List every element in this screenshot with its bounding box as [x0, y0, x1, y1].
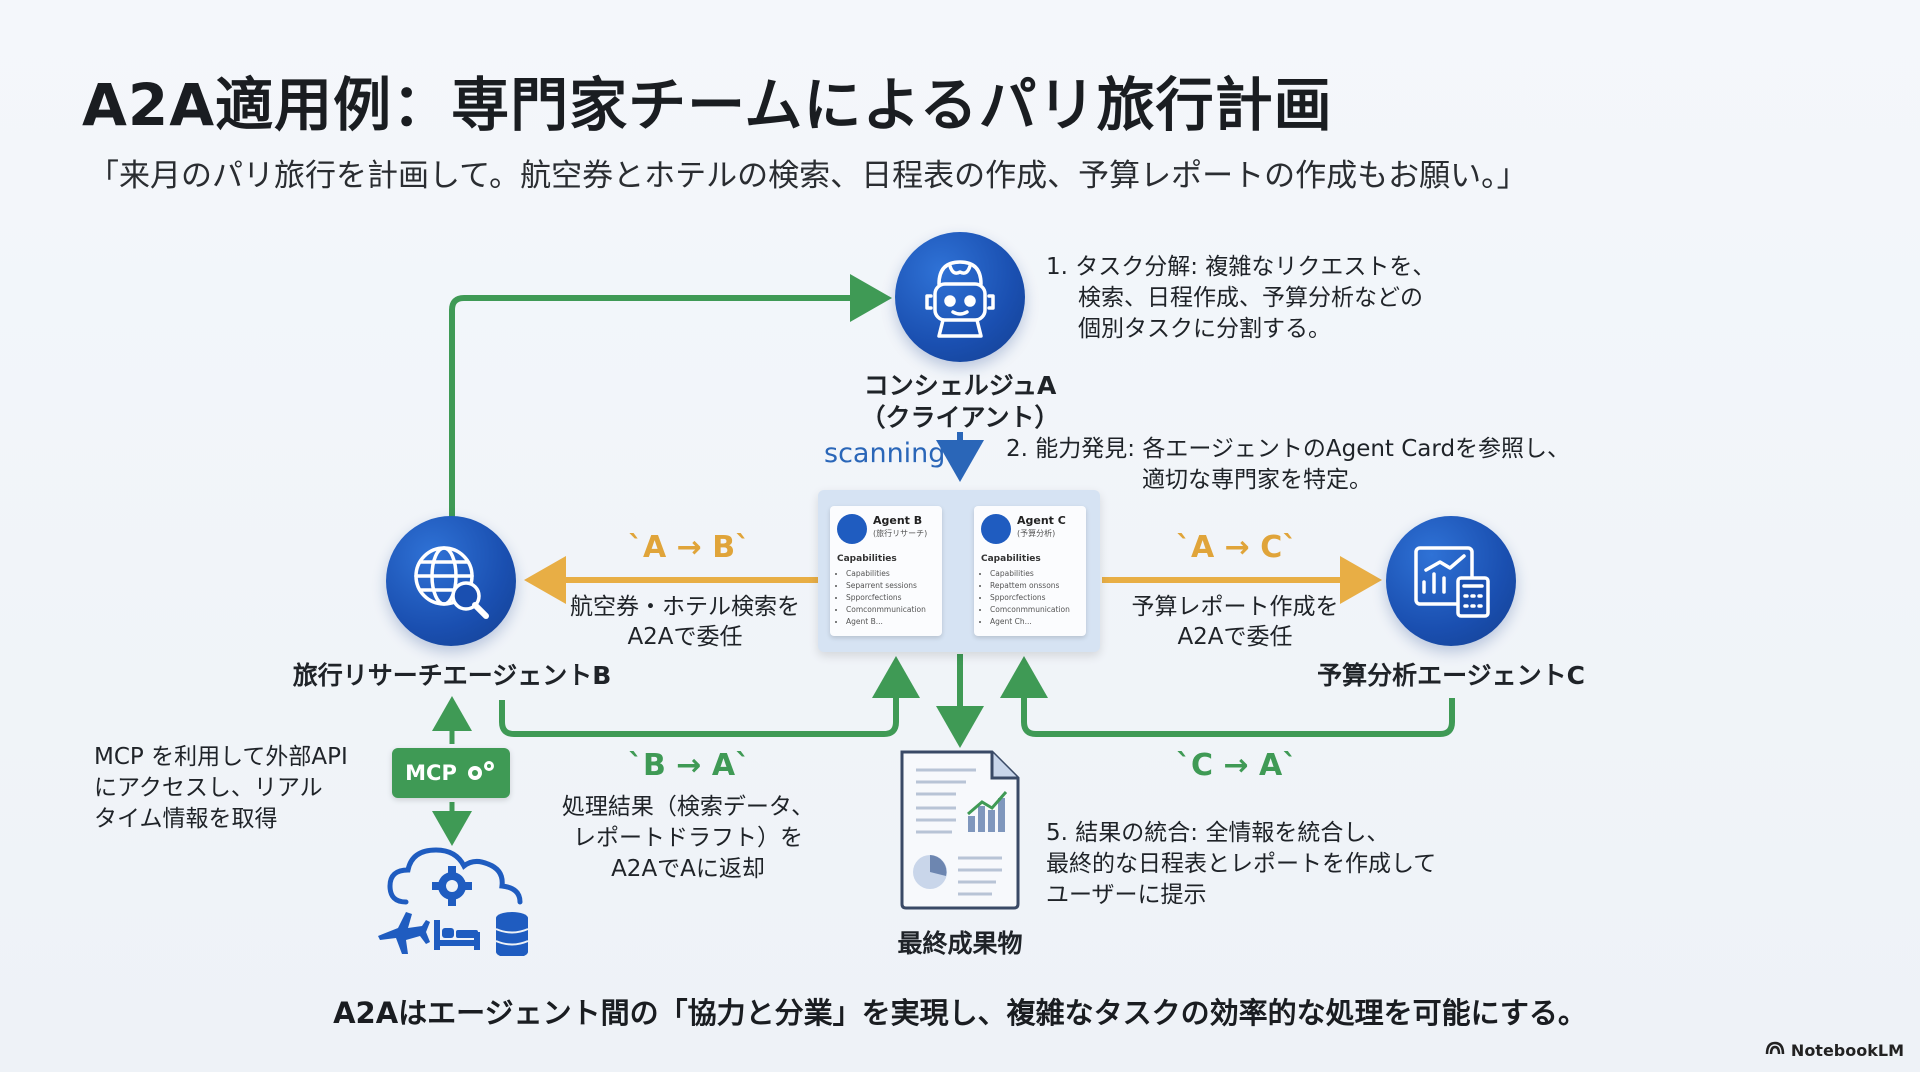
list-item: Spporcfections	[846, 592, 926, 604]
mcp-note-line1: MCP を利用して外部API	[94, 744, 348, 770]
edge-b-to-a-line2: レポートドラフト）を	[573, 825, 803, 851]
edge-a-to-c-line2: A2Aで委任	[1177, 624, 1293, 650]
cloud-gear-icon	[387, 847, 523, 905]
arrow-c-to-a	[1000, 656, 1455, 737]
result-label: 最終成果物	[897, 929, 1023, 958]
step5-line1: 5. 結果の統合: 全情報を統合し、	[1046, 820, 1390, 846]
agent-card-sub: (旅行リサーチ)	[873, 529, 928, 538]
edge-b-to-a-line1: 処理結果（検索データ、	[561, 794, 815, 820]
step1-line2: 検索、日程作成、予算分析などの	[1078, 285, 1423, 311]
robot-brain-icon	[895, 232, 1025, 362]
edge-a-to-b-line2: A2Aで委任	[627, 624, 743, 650]
user-request: 「来月のパリ旅行を計画して。航空券とホテルの検索、日程表の作成、予算レポートの作…	[88, 158, 1528, 194]
list-item: Spporcfections	[990, 592, 1070, 604]
agent-card-cap-list: Capabilities Separrent sessions Spporcfe…	[846, 568, 926, 628]
concierge-label-line1: コンシェルジュA	[863, 371, 1057, 400]
chart-calculator-icon	[1386, 516, 1516, 646]
edge-c-to-a-code: `C → A`	[1176, 748, 1298, 783]
agent-card-b: Agent B (旅行リサーチ) Capabilities Capabiliti…	[830, 506, 942, 636]
agent-card-name: Agent B	[873, 514, 923, 527]
edge-a-to-c-line1: 予算レポート作成を	[1131, 594, 1339, 620]
edge-a-to-b-line1: 航空券・ホテル検索を	[570, 594, 800, 620]
mcp-badge: MCP	[392, 748, 510, 798]
edge-b-to-a-line3: A2AでAに返却	[611, 856, 765, 882]
brand-name: NotebookLM	[1790, 1040, 1904, 1060]
step1-line1: 1. タスク分解: 複雑なリクエストを、	[1046, 254, 1436, 280]
edge-b-to-a-code: `B → A`	[628, 748, 751, 783]
list-item: Separrent sessions	[846, 580, 926, 592]
mcp-note-line2: にアクセスし、リアル	[94, 775, 323, 801]
scanning-label: scanning	[824, 438, 946, 469]
notebooklm-icon	[1765, 1040, 1785, 1060]
gear-icon-cloud	[432, 866, 472, 906]
step1-line3: 個別タスクに分割する。	[1078, 316, 1331, 342]
globe-search-icon	[386, 516, 516, 646]
bed-icon	[434, 920, 480, 950]
list-item: Capabilities	[990, 568, 1070, 580]
list-item: Comconmmunication	[990, 604, 1070, 616]
gears-icon	[463, 757, 497, 790]
agent-card-cap-list: Capabilities Repattem onssons Spporcfect…	[990, 568, 1070, 628]
step2-line2: 適切な専門家を特定。	[1142, 467, 1372, 493]
agent-card-c: Agent C (予算分析) Capabilities Capabilities…	[974, 506, 1086, 636]
cloud-services	[376, 836, 536, 958]
report-document-icon	[896, 748, 1024, 912]
globe-search-icon	[837, 514, 867, 544]
agent-card-name: Agent C	[1017, 514, 1066, 527]
mcp-note-line3: タイム情報を取得	[94, 806, 278, 832]
chart-calculator-icon	[981, 514, 1011, 544]
arrow-b-to-a	[499, 656, 920, 737]
research-agent-label: 旅行リサーチエージェントB	[292, 661, 612, 690]
agent-card-cap-title: Capabilities	[981, 554, 1041, 564]
mcp-badge-label: MCP	[405, 761, 457, 785]
footer-summary: A2Aはエージェント間の「協力と分業」を実現し、複雑なタスクの効率的な処理を可能…	[333, 996, 1587, 1030]
edge-a-to-c-code: `A → C`	[1176, 530, 1298, 565]
airplane-icon	[378, 912, 430, 954]
list-item: Agent Ch...	[990, 616, 1070, 628]
concierge-label-line2: （クライアント）	[860, 403, 1060, 432]
step5-line2: 最終的な日程表とレポートを作成して	[1046, 851, 1437, 877]
page-title: A2A適用例：専門家チームによるパリ旅行計画	[82, 71, 1333, 139]
step2-line1: 2. 能力発見: 各エージェントのAgent Cardを参照し、	[1006, 436, 1571, 462]
list-item: Comconmmunication	[846, 604, 926, 616]
list-item: Agent B...	[846, 616, 926, 628]
agent-cards-panel: Agent B (旅行リサーチ) Capabilities Capabiliti…	[818, 490, 1100, 652]
list-item: Capabilities	[846, 568, 926, 580]
step5-line3: ユーザーに提示	[1046, 882, 1207, 908]
database-icon	[496, 912, 528, 958]
list-item: Repattem onssons	[990, 580, 1070, 592]
budget-agent-label: 予算分析エージェントC	[1317, 661, 1585, 690]
edge-a-to-b-code: `A → B`	[628, 530, 751, 565]
agent-card-sub: (予算分析)	[1017, 529, 1056, 538]
agent-card-cap-title: Capabilities	[837, 554, 897, 564]
arrow-b-to-a-top	[449, 274, 892, 518]
brand-logo: NotebookLM	[1765, 1040, 1904, 1060]
